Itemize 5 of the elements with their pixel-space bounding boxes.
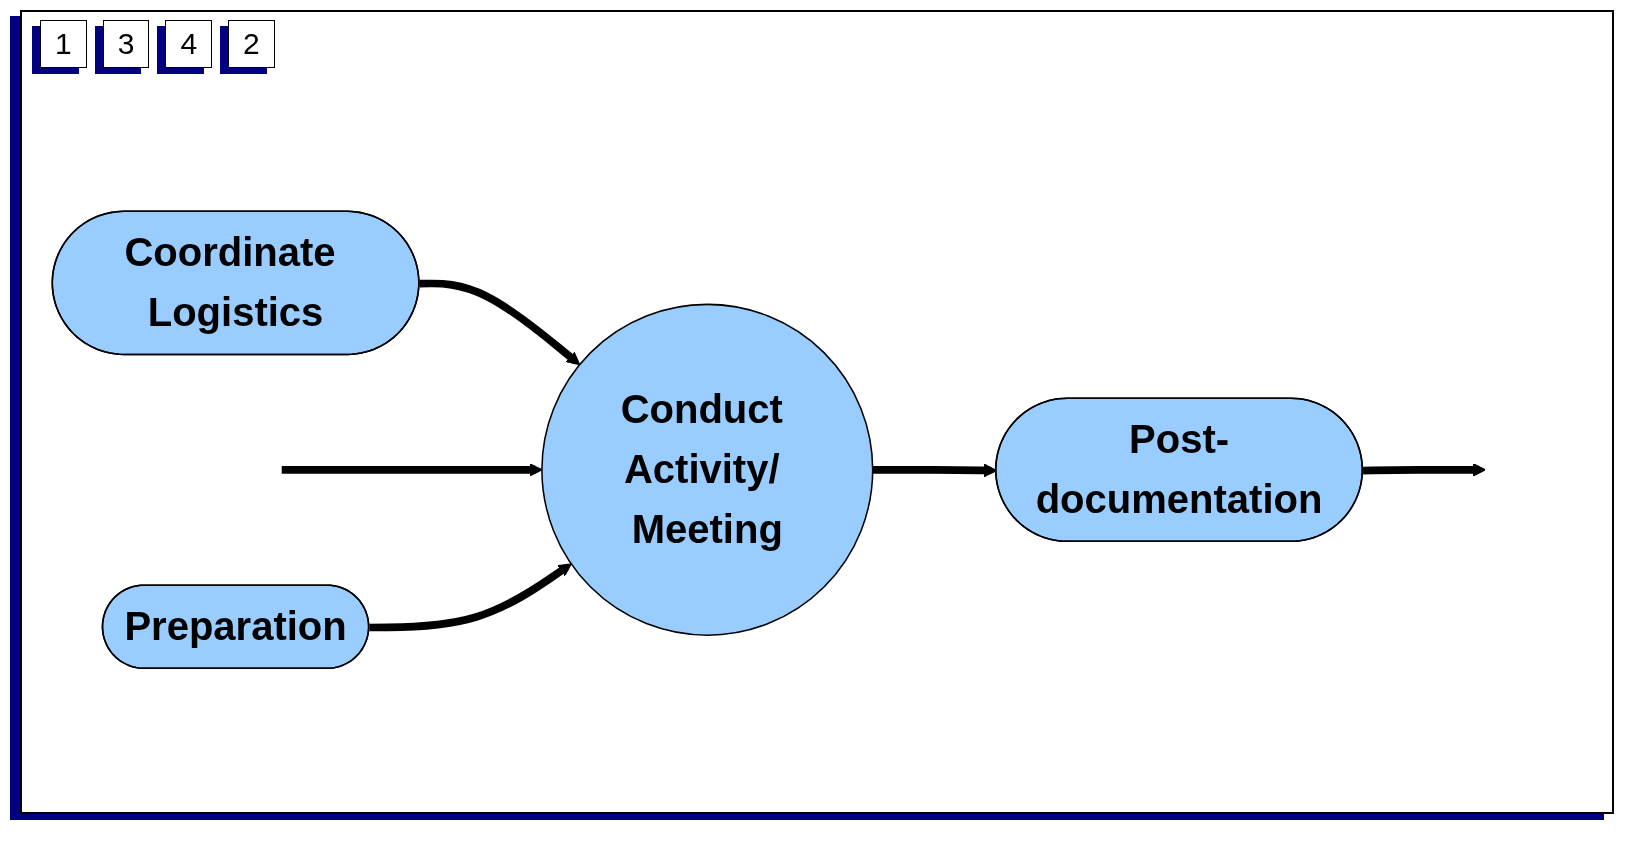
arrow — [419, 279, 581, 366]
arrow — [369, 563, 572, 632]
node-circle: Conduct Activity/ Meeting — [541, 303, 874, 637]
arrow — [872, 463, 998, 478]
arrow — [1363, 463, 1486, 477]
